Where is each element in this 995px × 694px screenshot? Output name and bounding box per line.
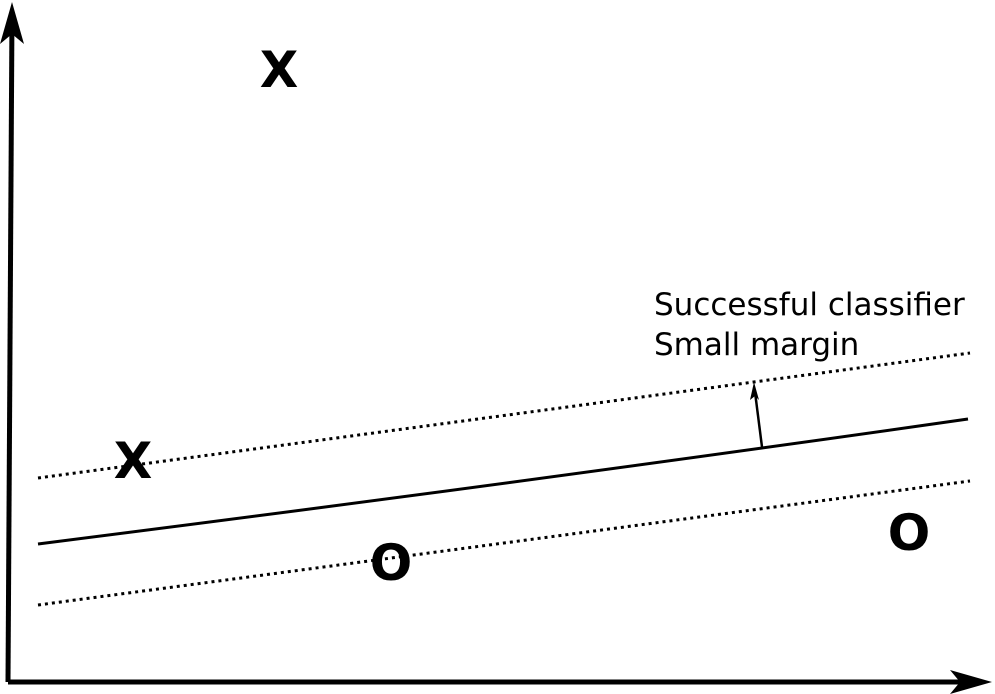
margin-arrow-head [750,382,759,400]
upper-margin-line [37,351,971,480]
annotation-line-1: Successful classifier [654,287,965,323]
lower-margin-line [37,479,971,607]
class-x-point: X [114,432,153,490]
y-axis-arrowhead [0,2,24,44]
class-x-point: X [260,41,299,99]
decision-boundary [37,417,969,546]
annotation-line-2: Small margin [654,327,859,363]
x-axis-arrowhead [950,670,992,694]
class-o-point: O [370,534,413,592]
y-axis [5,11,15,683]
margin-arrow-shaft [753,391,764,448]
class-o-point: O [888,504,931,562]
